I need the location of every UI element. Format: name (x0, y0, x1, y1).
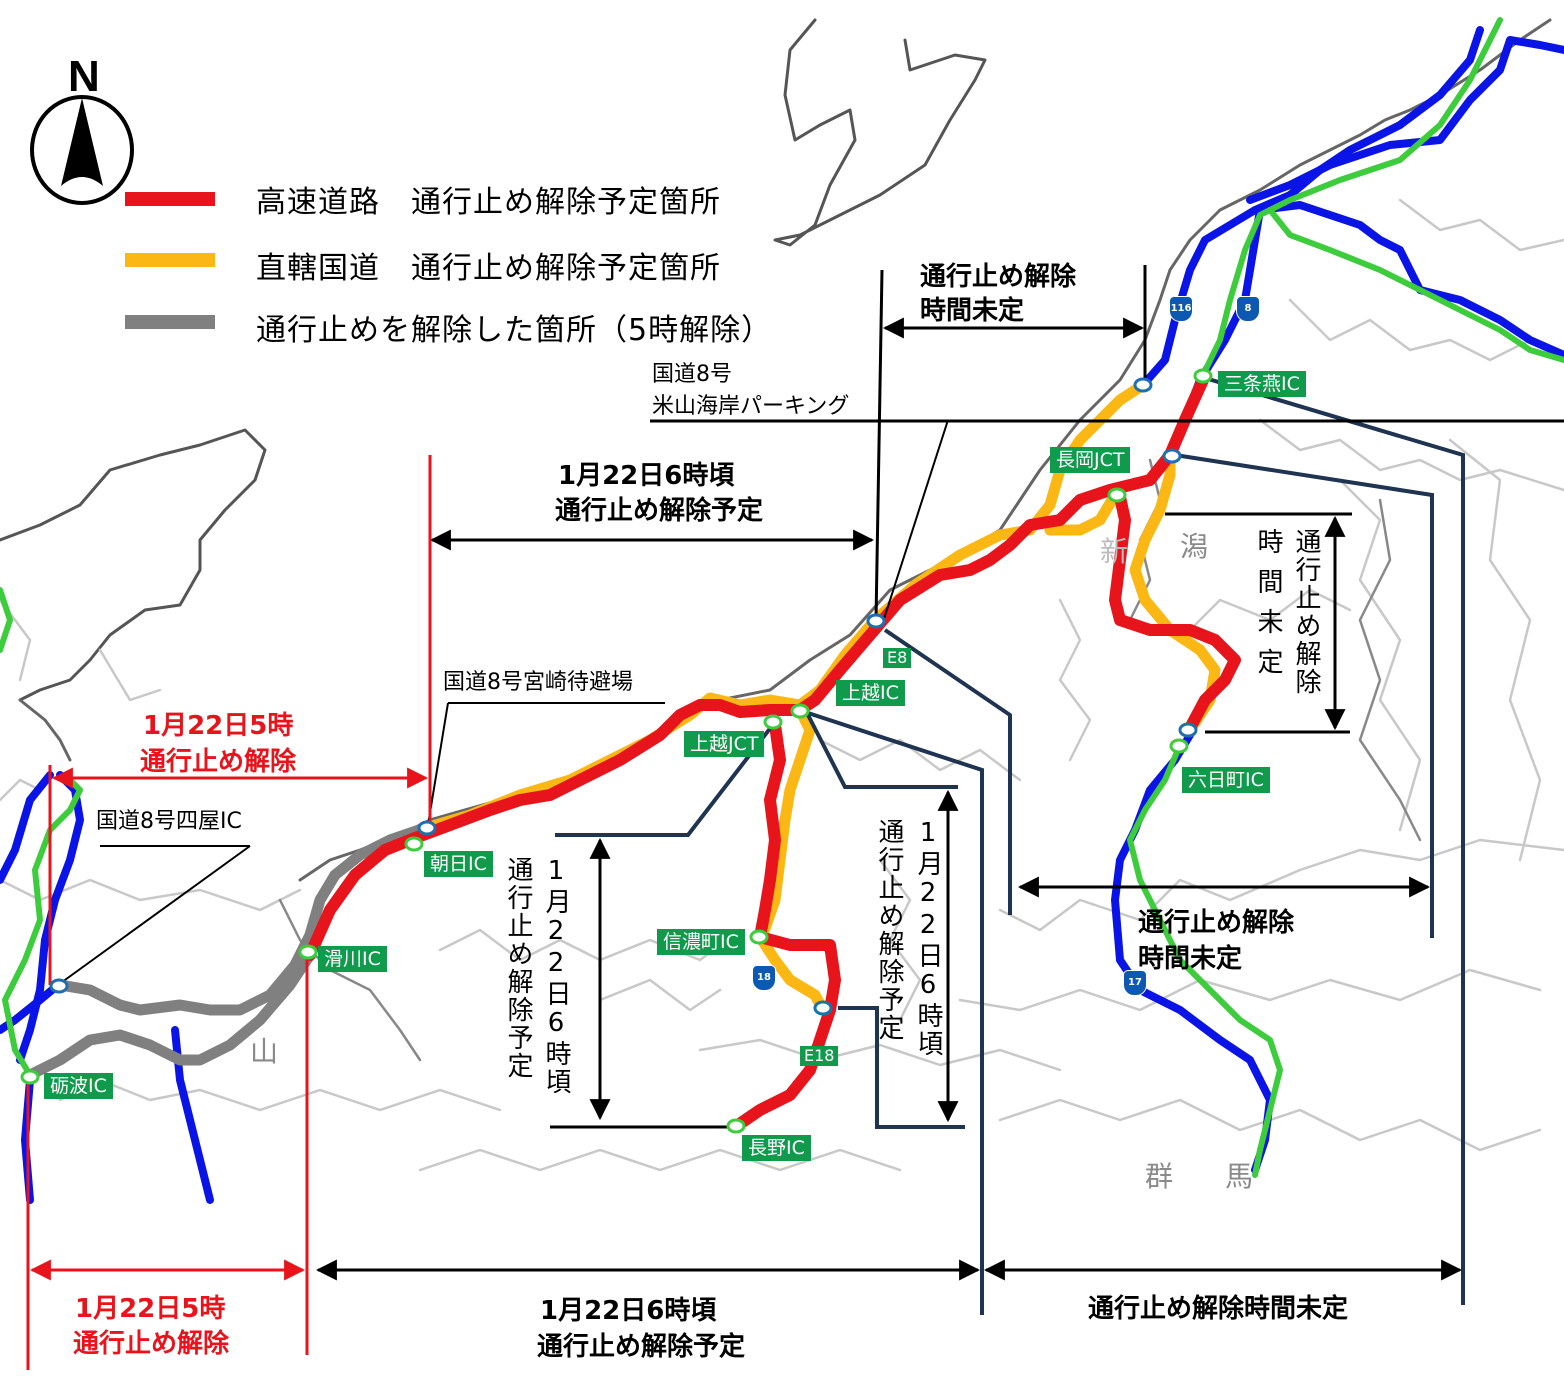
span-top-line1: 通行止め解除 (920, 262, 1077, 292)
bottom-seg3-line1: 通行止め解除時間未定 (1088, 1294, 1349, 1324)
ic-label-muikamachi-ic: 六日町IC (1182, 767, 1270, 793)
legend-label-released: 通行止めを解除した箇所（5時解除） (256, 313, 773, 348)
span-south-line2: 時間未定 (1138, 944, 1243, 974)
callout-yoneyama-line2: 米山海岸パーキング (652, 394, 850, 419)
callout-yoneyama-line1: 国道8号 (652, 362, 732, 387)
node-miyazaki (417, 820, 437, 836)
node-namerikawa-ic (298, 944, 318, 960)
node-asahi-ic (404, 836, 424, 852)
span-mid-line2: 通行止め解除予定 (555, 496, 764, 526)
expressway-planned (304, 374, 1241, 1131)
noto-peninsula-coastline (0, 428, 267, 702)
route-shield-e18: E18 (800, 1046, 839, 1066)
route-18-north (756, 704, 816, 943)
expressway-kanetsu-north (1200, 17, 1503, 378)
expressway-banetsu (1267, 207, 1564, 363)
span-mid-line1: 1月22日6時頃 (558, 461, 735, 491)
national-road-north-loop (1246, 36, 1564, 204)
basemap (0, 18, 1564, 1172)
node-route18 (813, 1000, 833, 1016)
route-shield-17: 17 (1123, 970, 1147, 996)
pref-label-gunma-1: 群 (1145, 1160, 1174, 1193)
node-yoneyama (866, 613, 886, 629)
legend-label-expressway: 高速道路 通行止め解除予定箇所 (256, 185, 721, 220)
bottom-seg2-line2: 通行止め解除予定 (537, 1332, 746, 1362)
span-joshinetsu-left-col1: 1月22日6時頃 (541, 856, 571, 1096)
sado-island-coastline (773, 18, 987, 247)
ic-label-tonami-ic: 砺波IC (44, 1073, 113, 1099)
pref-label-toyama: 山 (250, 1035, 279, 1068)
span-joshinetsu-left-col2: 通行止め解除予定 (503, 856, 533, 1080)
route-shield-18: 18 (752, 965, 776, 991)
span-joshinetsu-right-col1: 1月22日6時頃 (913, 818, 943, 1058)
hokuriku-expressway (304, 374, 1209, 961)
node-muikamachi-r17 (1178, 722, 1198, 738)
ic-label-sanjo-tsubame: 三条燕IC (1218, 371, 1306, 397)
span-kanetsu-col2: 時間未定 (1253, 528, 1283, 688)
bottom-seg2-line1: 1月22日6時頃 (540, 1296, 717, 1326)
released-roads (24, 822, 431, 1081)
other-roads (0, 17, 1564, 1204)
node-nagaoka-r8 (1162, 448, 1182, 464)
bottom-seg1-line2: 通行止め解除 (73, 1329, 230, 1359)
node-muikamachi-ic (1169, 738, 1189, 754)
compass-label: N (68, 52, 100, 101)
route-17-north (1129, 449, 1221, 736)
leader-lines (555, 376, 1465, 1315)
callout-yotsuya: 国道8号四屋IC (96, 809, 242, 834)
ic-label-shinanomachi-ic: 信濃町IC (657, 929, 745, 955)
nodes (20, 368, 1213, 1134)
kanetsu-expressway (1109, 491, 1241, 734)
legend-swatch-released (125, 315, 215, 329)
span-joshinetsu-right-col2: 通行止め解除予定 (874, 818, 904, 1042)
bottom-seg1-line1: 1月22日5時 (75, 1294, 226, 1324)
legend-label-national-road: 直轄国道 通行止め解除予定箇所 (256, 251, 721, 286)
route-8-nagaoka-loop (1044, 489, 1121, 536)
node-joetsu-ic (790, 703, 810, 719)
route-shield-8: 8 (1236, 296, 1260, 322)
expressway-hokuriku-west (0, 587, 13, 653)
pref-label-niigata-partial: 新 (1100, 535, 1129, 568)
node-shinanomachi-ic (749, 929, 769, 945)
ic-label-namerikawa-ic: 滑川IC (318, 946, 387, 972)
north-arrow-icon (30, 95, 134, 205)
span-top-line2: 時間未定 (920, 296, 1025, 326)
national-road-left-2 (0, 771, 54, 884)
node-joetsu-jct (763, 714, 783, 730)
pref-label-gunma-2: 馬 (1225, 1160, 1254, 1193)
span-left-line1: 1月22日5時 (143, 711, 294, 741)
node-tonami-ic (20, 1069, 40, 1085)
pref-label-niigata: 潟 (1180, 530, 1209, 563)
ic-label-asahi-ic: 朝日IC (424, 851, 493, 877)
legend-swatch-expressway (125, 192, 215, 206)
ic-label-joetsu-jct: 上越JCT (684, 731, 765, 757)
route-shield-116: 116 (1169, 296, 1193, 322)
node-nagano-ic (726, 1118, 746, 1134)
released-route-8 (54, 822, 431, 1016)
span-left-line2: 通行止め解除 (140, 747, 297, 777)
node-nagaoka-jct (1107, 487, 1127, 503)
route-18-south (756, 934, 828, 1014)
span-south-line1: 通行止め解除 (1138, 908, 1295, 938)
released-hokuriku-expressway (24, 949, 316, 1081)
route-shield-e8: E8 (883, 648, 912, 668)
node-yotsuya (49, 978, 69, 994)
ic-label-joetsu-ic: 上越IC (836, 680, 905, 706)
span-kanetsu-col1: 通行止め解除 (1291, 528, 1321, 696)
red-span-lines (26, 455, 432, 1370)
node-sanjo-tsubame (1193, 368, 1213, 384)
legend-swatch-national-road (125, 253, 215, 267)
expressway-kanetsu-south (1127, 742, 1283, 1178)
expressway-tokai-hokuriku (2, 772, 83, 1078)
joshinetsu-expressway (732, 719, 841, 1131)
node-route116-end (1133, 377, 1153, 393)
ic-label-nagano-ic: 長野IC (742, 1135, 811, 1161)
ic-label-nagaoka-jct: 長岡JCT (1050, 447, 1131, 473)
callout-miyazaki: 国道8号宮崎待避場 (443, 670, 633, 695)
